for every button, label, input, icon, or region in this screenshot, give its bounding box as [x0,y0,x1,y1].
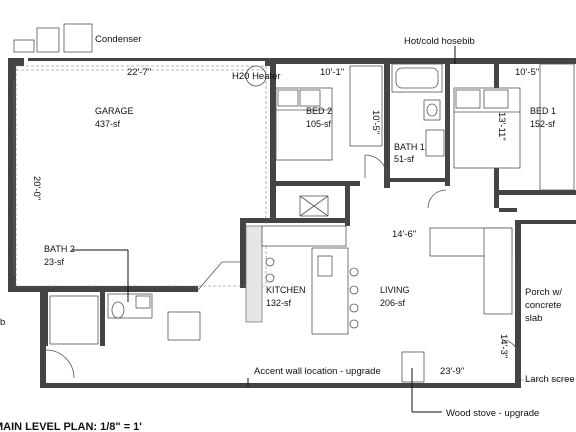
bath1-name: BATH 1 [394,142,425,152]
water-heater [245,65,267,87]
porch-label-line2: concrete [525,300,561,311]
bath1-fixtures [391,63,445,157]
heater-label: H20 Heater [232,71,281,82]
living-name: LIVING [380,285,410,295]
bed1-name: BED 1 [530,106,556,116]
hall-closet [299,195,329,217]
hosebib-label: Hot/cold hosebib [404,36,475,47]
condenser-label: Condenser [95,34,141,45]
larch-screen-label: Larch scree [525,374,575,385]
doors [45,154,519,379]
bed2-bed [275,87,333,161]
living-couch [429,227,513,315]
bath1-area: 51-sf [394,154,415,164]
bed2-name: BED 2 [306,106,332,116]
garage-width-dimension: 22'-7" [127,67,151,78]
porch-label-line3: slab [525,313,542,324]
hall-width-dimension: 14'-6" [392,229,416,240]
kitchen-counters [245,225,359,335]
bath2-name: BATH 2 [44,244,75,254]
bed1-area: 152-sf [530,119,556,129]
living-area: 206-sf [380,298,406,308]
bed1-width-dimension: 10'-5" [515,67,539,78]
plan-title: MAIN LEVEL PLAN: 1/8" = 1' [0,421,142,432]
bath2-fixtures [107,293,201,341]
living-width-dimension: 23'-9" [440,366,464,377]
porch-depth-dimension: 14'-3" [498,334,509,358]
garage-slab-outline [15,65,267,287]
woodstove-label: Wood stove - upgrade [446,408,539,419]
bed1-depth-dimension: 13'-11" [496,112,507,141]
bed2-area: 105-sf [306,119,332,129]
kitchen-name: KITCHEN [266,285,306,295]
walls [8,58,576,388]
bed2-closet-dimension: 10'-5" [370,110,381,134]
laundry-area [49,295,99,345]
bed2-closet [349,65,383,147]
leader-lines [72,46,456,413]
condenser-unit [13,23,93,53]
bed1-bed [453,87,521,169]
bath2-area: 23-sf [44,257,65,267]
left-edge-label: b [0,317,5,328]
garage-depth-dimension: 20'-0" [31,176,42,200]
garage-name: GARAGE [95,106,134,116]
accent-wall-label: Accent wall location - upgrade [254,366,381,377]
wood-stove [401,351,425,383]
bed2-width-dimension: 10'-1" [320,67,344,78]
porch-label-line1: Porch w/ [525,287,562,298]
garage-area: 437-sf [95,119,121,129]
kitchen-area: 132-sf [266,298,292,308]
bed1-closet [539,63,575,191]
